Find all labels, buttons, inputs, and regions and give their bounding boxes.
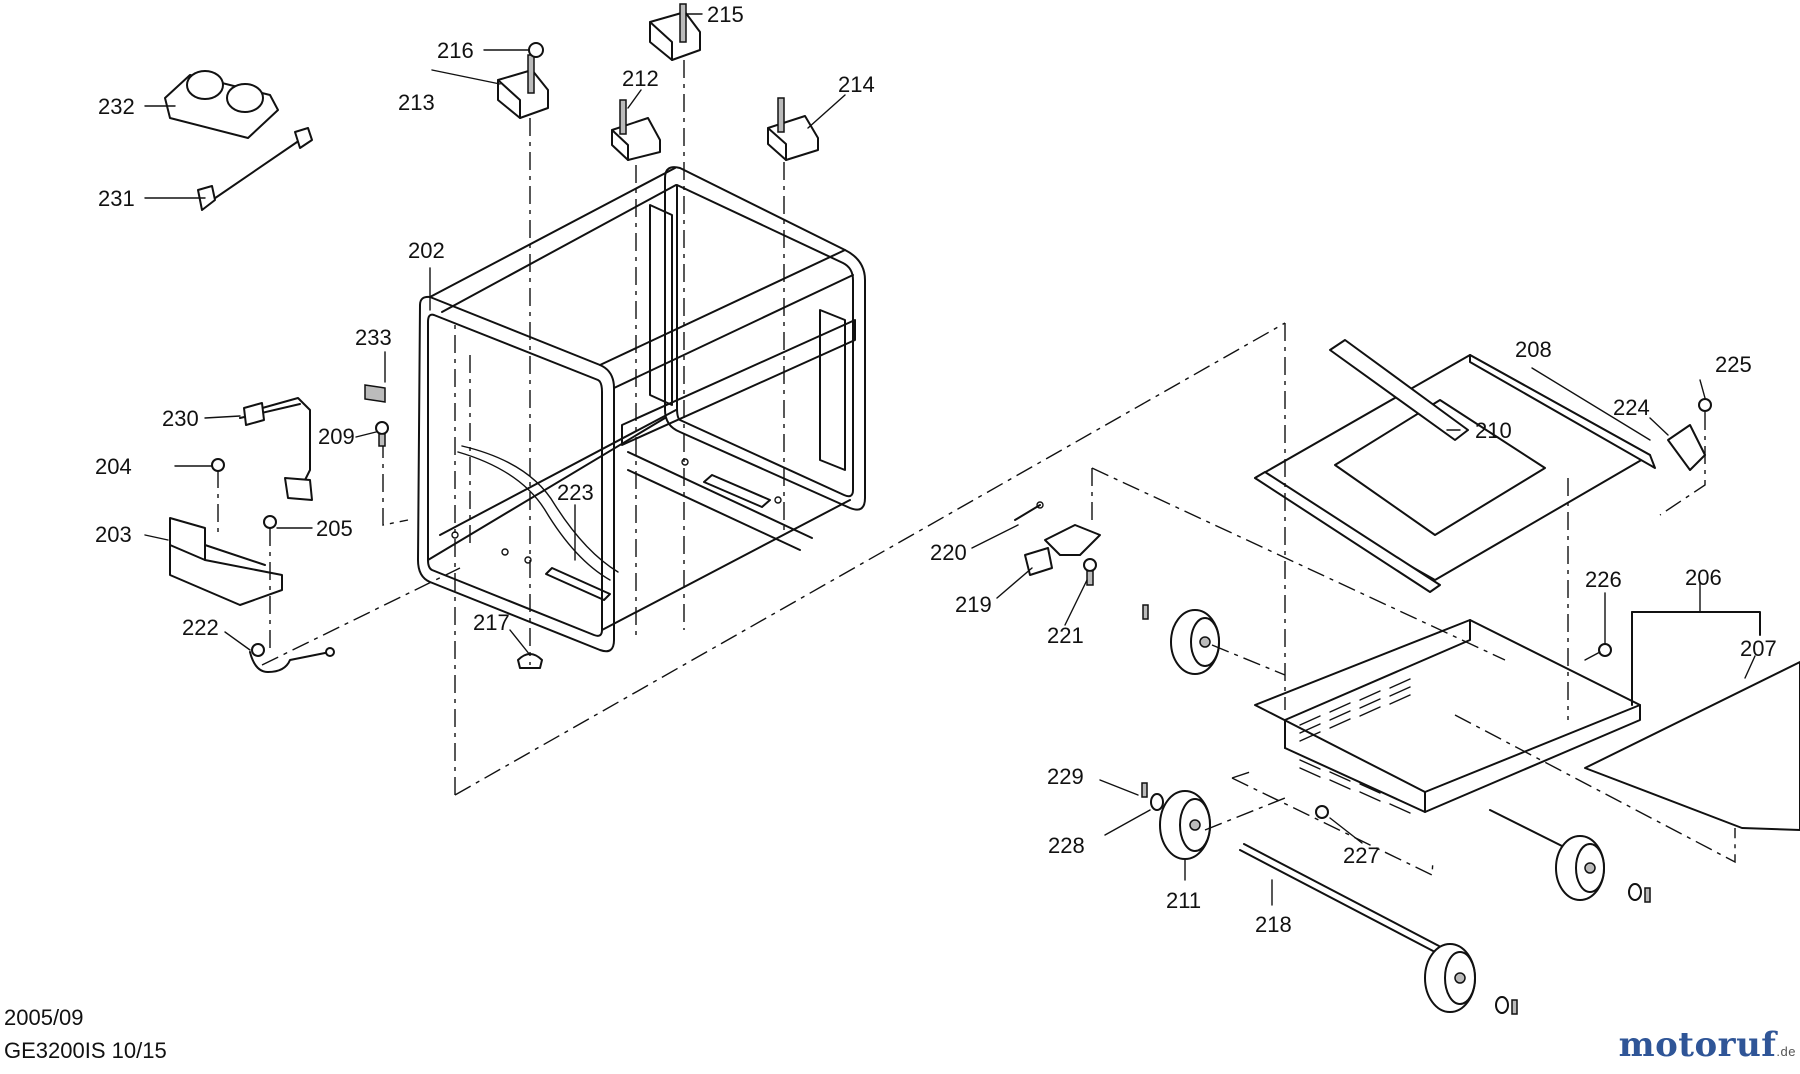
frame-202 xyxy=(417,166,866,653)
bracket-203 xyxy=(169,517,283,606)
label-221: 221 xyxy=(1047,623,1084,648)
mount-215 xyxy=(649,3,701,61)
cable-231 xyxy=(197,127,313,211)
wheel-front-left xyxy=(1142,604,1286,676)
part-number-labels: 232 231 216 213 212 215 214 202 233 230 … xyxy=(95,2,1777,937)
label-206: 206 xyxy=(1685,565,1722,590)
wire-222 xyxy=(249,643,335,673)
label-215: 215 xyxy=(707,2,744,27)
screw-221 xyxy=(1083,558,1097,586)
label-224: 224 xyxy=(1613,395,1650,420)
label-231: 231 xyxy=(98,186,135,211)
washer-228 xyxy=(1150,793,1164,811)
label-223: 223 xyxy=(557,480,594,505)
label-227: 227 xyxy=(1343,843,1380,868)
bolt-205 xyxy=(263,515,277,650)
label-233: 233 xyxy=(355,325,392,350)
wheel-211 xyxy=(1159,790,1286,860)
label-217: 217 xyxy=(473,610,510,635)
label-218: 218 xyxy=(1255,912,1292,937)
cover-232 xyxy=(164,70,279,139)
label-207: 207 xyxy=(1740,636,1777,661)
label-213: 213 xyxy=(398,90,435,115)
label-225: 225 xyxy=(1715,352,1752,377)
axle-218 xyxy=(1239,843,1518,1015)
mount-214 xyxy=(767,97,819,161)
tray-206 xyxy=(1254,619,1641,814)
label-205: 205 xyxy=(316,516,353,541)
label-211: 211 xyxy=(1166,888,1201,913)
label-202: 202 xyxy=(408,238,445,263)
label-226: 226 xyxy=(1585,567,1622,592)
bolt-227 xyxy=(1315,805,1329,819)
mount-212 xyxy=(611,99,661,161)
label-230: 230 xyxy=(162,406,199,431)
label-214: 214 xyxy=(838,72,875,97)
watermark-domain: .de xyxy=(1776,1044,1796,1059)
bolt-209 xyxy=(375,421,389,447)
tag-233 xyxy=(364,384,386,403)
label-229: 229 xyxy=(1047,764,1084,789)
footer-model: GE3200IS 10/15 xyxy=(4,1038,167,1063)
pin-229 xyxy=(1141,782,1148,798)
label-208: 208 xyxy=(1515,337,1552,362)
bolt-225 xyxy=(1659,398,1712,516)
pad-207 xyxy=(1584,661,1800,831)
leader-lines xyxy=(144,13,1756,906)
bolt-226 xyxy=(1584,643,1612,661)
label-232: 232 xyxy=(98,94,135,119)
label-204: 204 xyxy=(95,454,132,479)
label-203: 203 xyxy=(95,522,132,547)
watermark-brand: motoruf xyxy=(1618,1025,1777,1065)
watermark-logo: motoruf.de xyxy=(1619,1025,1796,1065)
wheel-rear-right xyxy=(1489,809,1651,903)
footer-date: 2005/09 xyxy=(4,1005,84,1030)
bolt-204 xyxy=(211,458,225,535)
label-209: 209 xyxy=(318,424,355,449)
bracket-224 xyxy=(1667,424,1706,471)
plate-208 xyxy=(1254,339,1656,593)
label-228: 228 xyxy=(1048,833,1085,858)
label-219: 219 xyxy=(955,592,992,617)
handle-230 xyxy=(239,397,313,501)
label-210: 210 xyxy=(1475,418,1512,443)
label-220: 220 xyxy=(930,540,967,565)
foot-217 xyxy=(517,653,543,669)
label-216: 216 xyxy=(437,38,474,63)
label-212: 212 xyxy=(622,66,659,91)
mount-213 xyxy=(497,54,549,119)
nut-216 xyxy=(528,42,544,58)
label-222: 222 xyxy=(182,615,219,640)
spring-220 xyxy=(1014,501,1044,521)
